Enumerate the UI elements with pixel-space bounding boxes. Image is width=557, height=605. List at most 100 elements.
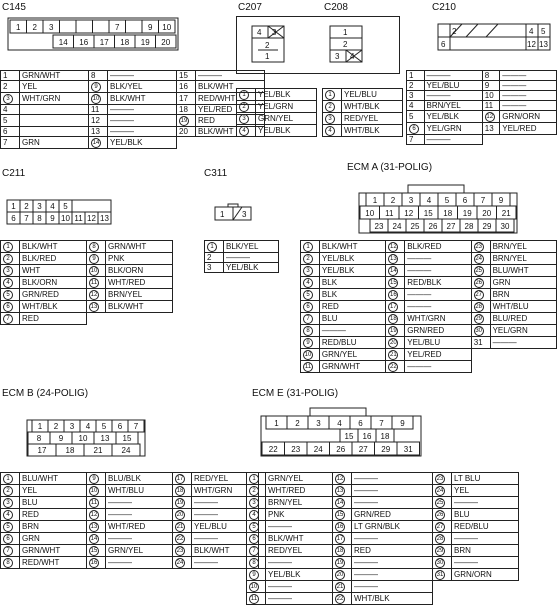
ecmb-pin-number: 22 <box>172 532 192 545</box>
ecma-wire-color: WHT/GRN <box>404 312 472 325</box>
ecma-pin-number: 14 <box>385 264 406 277</box>
c145-cavity <box>125 19 143 34</box>
c211-wire-color: RED <box>19 312 87 325</box>
ecmb-pin-number: 4 <box>0 508 20 521</box>
c211-pin-number: 7 <box>0 312 20 325</box>
c211-cavity-number: 1 <box>11 202 16 211</box>
ecme-wire-color: ——— <box>351 568 433 581</box>
c211-cavity <box>97 211 112 225</box>
c145-cavity-number: 10 <box>162 23 171 32</box>
ecma-wire-color: YEL/GRN <box>489 324 557 337</box>
c145-label: C145 <box>2 2 26 13</box>
ecmb-cavity-number: 13 <box>101 434 110 443</box>
ecme-cavity-number: 3 <box>316 419 321 428</box>
ecme-cavity-number: 2 <box>295 419 300 428</box>
c207-c208-frame <box>236 16 400 74</box>
empty-cell <box>87 313 173 325</box>
c210-wire-color: ——— <box>499 100 557 111</box>
ecmb-wire-color: YEL <box>19 484 87 497</box>
c311-cell-1: 1 <box>220 210 225 219</box>
c311-connector-face: 1 3 <box>214 203 254 222</box>
ecma-pin-number: 2 <box>300 252 320 265</box>
ecma-cavity-number: 21 <box>502 209 511 218</box>
ecma-pin-number: 21 <box>385 348 406 361</box>
ecma-cavity-number: 25 <box>411 222 420 231</box>
ecmb-pin-number: 3 <box>0 496 20 509</box>
c145-pin-number: 8 <box>88 70 108 81</box>
c211-wire-color: BLK/ORN <box>19 276 87 289</box>
c210-wire-color: ——— <box>423 70 483 81</box>
ecme-cavity-number: 18 <box>381 432 390 441</box>
c311-cell-3: 3 <box>242 210 247 219</box>
c311-wire-color: YEL/BLK <box>223 262 279 273</box>
ecme-pin-number: 21 <box>332 580 352 593</box>
ecme-pin-number: 30 <box>432 556 452 569</box>
c207-wire-color: YEL/GRN <box>255 100 317 113</box>
ecme-cavity-number: 1 <box>274 419 279 428</box>
ecme-pin-number: 24 <box>432 484 452 497</box>
c207-wire-color: YEL/BLK <box>255 124 317 137</box>
c145-cavity-number: 18 <box>120 38 129 47</box>
ecma-wire-color: BLK/RED <box>404 240 472 253</box>
c211-cavity-number: 8 <box>37 214 42 223</box>
c211-wire-color: WHT/RED <box>105 276 173 289</box>
ecma-pin-number: 26 <box>470 276 491 289</box>
c207-cell-1: 1 <box>265 52 270 61</box>
c207-connector-face: 4 3 2 1 <box>250 24 286 64</box>
ecme-cavity-number: 15 <box>345 432 354 441</box>
c210-wire-color: BRN/YEL <box>423 100 483 111</box>
c211-cavity-number: 9 <box>50 214 55 223</box>
ecma-wire-color: RED/BLK <box>404 276 472 289</box>
table-row: 10———21——— <box>246 580 519 593</box>
ecma-wire-color: BLU/WHT <box>489 264 557 277</box>
ecmb-cavity-number: 5 <box>102 422 107 431</box>
ecma-cavity <box>495 218 515 233</box>
ecma-wire-color: ——— <box>404 288 472 301</box>
empty-cell <box>177 137 265 149</box>
ecmb-wire-color: RED/WHT <box>19 556 87 569</box>
ecmb-pin-number: 9 <box>86 472 106 485</box>
ecmb-cavity <box>111 443 141 457</box>
ecmb-pin-number: 18 <box>172 484 192 497</box>
ecme-pin-number: 11 <box>246 592 266 605</box>
ecme-cavity-number: 6 <box>358 419 363 428</box>
ecme-pin-number: 5 <box>246 520 266 533</box>
c145-cavity <box>158 19 176 34</box>
ecma-cavity-number: 19 <box>463 209 472 218</box>
ecme-cavity-number: 4 <box>337 419 342 428</box>
ecmb-pin-number: 1 <box>0 472 20 485</box>
ecmb-pin-number: 15 <box>86 544 106 557</box>
c211-cavity-number: 2 <box>24 202 29 211</box>
ecma-pin-number: 18 <box>385 312 406 325</box>
ecma-wire-color: ——— <box>404 300 472 313</box>
ecma-pin-number: 24 <box>470 252 491 265</box>
ecma-wire-color: WHT/BLU <box>489 300 557 313</box>
ecma-pin-number: 15 <box>385 276 406 289</box>
ecma-wire-color: YEL/BLK <box>318 264 387 277</box>
c145-pin-number: 12 <box>88 114 108 127</box>
ecma-pin-number: 13 <box>385 252 406 265</box>
c210-connector-face: 2 4 5 6 12 13 <box>436 22 552 52</box>
ecme-wire-color: WHT/RED <box>265 484 333 497</box>
c145-pin-number: 3 <box>0 92 20 105</box>
c311-wire-color: ——— <box>223 252 279 263</box>
ecme-cavity-number: 23 <box>291 445 300 454</box>
